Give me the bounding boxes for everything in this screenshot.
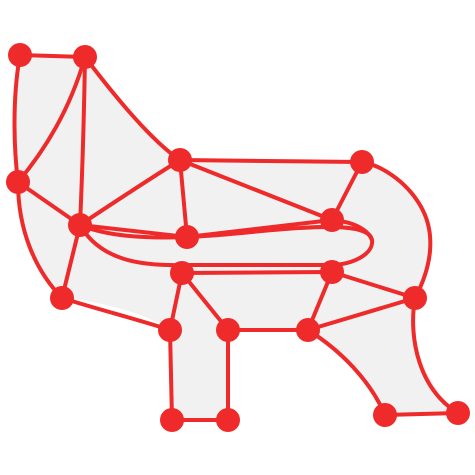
node-14 (216, 318, 240, 342)
node-18 (373, 403, 397, 427)
node-9 (170, 261, 194, 285)
edge-4 (16, 55, 87, 184)
node-1 (8, 43, 32, 67)
edge-15 (185, 218, 334, 239)
edge-32 (411, 296, 460, 415)
edge-26 (306, 296, 417, 332)
node-4 (350, 150, 374, 174)
edge-16 (360, 160, 433, 300)
node-5 (6, 170, 30, 194)
edge-19 (330, 270, 417, 300)
edge-27 (168, 328, 174, 422)
edge-6 (178, 158, 364, 164)
edge-7 (178, 158, 189, 239)
node-layer (6, 43, 470, 432)
edge-20 (180, 270, 334, 275)
edge-5 (78, 55, 87, 227)
node-17 (216, 408, 240, 432)
node-16 (160, 408, 184, 432)
edge-22 (180, 271, 230, 332)
node-2 (73, 45, 97, 69)
edge-3 (83, 55, 182, 162)
edge-31 (383, 411, 460, 417)
edge-9 (178, 158, 334, 222)
node-11 (403, 286, 427, 310)
edge-11 (16, 180, 64, 300)
node-13 (158, 318, 182, 342)
node-15 (296, 318, 320, 342)
node-6 (68, 213, 92, 237)
node-19 (446, 401, 470, 425)
node-3 (168, 148, 192, 172)
edge-10 (16, 180, 82, 227)
shaded-region (14, 55, 458, 420)
node-7 (175, 225, 199, 249)
node-12 (50, 286, 74, 310)
edge-30 (306, 328, 387, 417)
node-10 (320, 260, 344, 284)
edge-13 (78, 223, 189, 239)
edge-12 (60, 223, 82, 300)
node-8 (320, 208, 344, 232)
